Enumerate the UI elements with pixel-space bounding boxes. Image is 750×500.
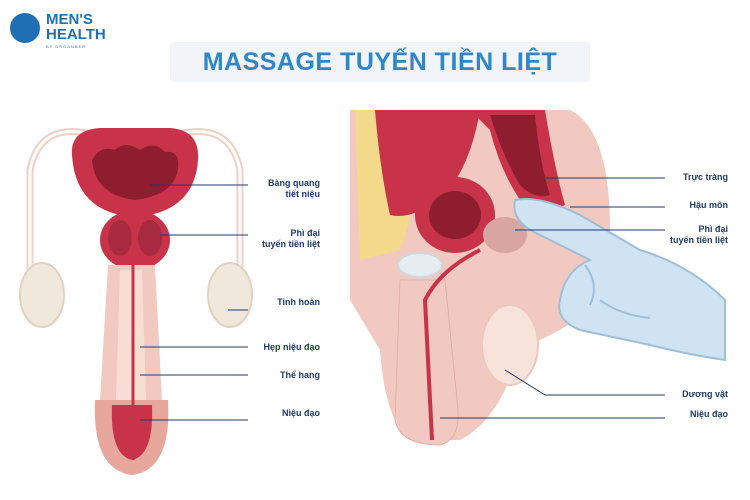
- brand-name: MEN'S HEALTH: [46, 12, 106, 42]
- label-corpus: Thể hang: [280, 370, 320, 380]
- side-testis: [481, 304, 539, 386]
- label-stricture: Hẹp niệu đạo: [263, 342, 320, 352]
- side-prostate: [483, 217, 527, 253]
- side-urethra: [422, 248, 481, 441]
- label-bladder-line1: Bàng quang: [268, 178, 320, 188]
- right-testis: [207, 262, 253, 328]
- corpus-cavernosum: [116, 270, 146, 400]
- label-urethra-right: Niệu đạo: [689, 409, 728, 419]
- pubic-bone: [397, 252, 443, 278]
- title-band: [170, 42, 590, 82]
- left-leader-lines: [140, 184, 248, 421]
- label-bladder: Bàng quang tiết niệu: [250, 178, 320, 200]
- page-title: MASSAGE TUYẾN TIỀN LIỆT: [202, 48, 558, 76]
- label-prostate-right: Phì đại tuyến tiền liệt: [660, 224, 728, 246]
- side-anatomy-illustration: [350, 110, 726, 446]
- brand-line1: MEN'S: [46, 11, 93, 28]
- label-prostate-left: Phì đại tuyến tiền liệt: [250, 228, 320, 250]
- label-prostate-right-line1: Phì đại: [698, 224, 728, 234]
- brand-line2: HEALTH: [46, 26, 106, 43]
- front-anatomy-illustration: [19, 128, 253, 475]
- gloved-hand: [513, 198, 726, 362]
- label-bladder-line2: tiết niệu: [285, 189, 320, 199]
- label-anus: Hậu môn: [689, 200, 728, 210]
- label-penis: Dương vật: [682, 389, 728, 399]
- label-prostate-left-line2: tuyến tiền liệt: [261, 239, 320, 249]
- right-leader-lines: [440, 177, 665, 419]
- left-testis: [19, 262, 65, 328]
- brand-logo[interactable]: MEN'S HEALTH BY DRGANBER: [10, 10, 120, 50]
- label-prostate-right-line2: tuyến tiền liệt: [669, 235, 728, 245]
- label-prostate-left-line1: Phì đại: [290, 228, 320, 238]
- abdominal-tissue: [375, 110, 480, 216]
- bladder-interior: [92, 145, 179, 200]
- logo-mark-icon: [10, 13, 40, 43]
- label-urethra-left: Niệu đạo: [281, 408, 320, 418]
- label-testis: Tinh hoàn: [277, 297, 320, 307]
- brand-tagline: BY DRGANBER: [46, 44, 87, 49]
- label-rectum: Trực tràng: [682, 172, 728, 182]
